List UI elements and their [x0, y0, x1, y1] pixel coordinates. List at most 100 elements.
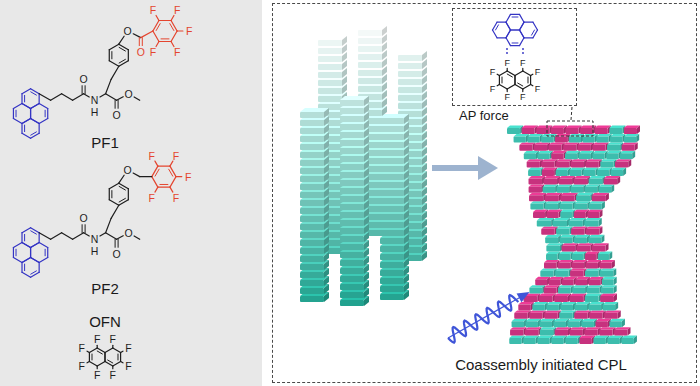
panel-caption: Coassembly initiated CPL — [455, 357, 627, 374]
block — [533, 210, 548, 218]
block-front — [571, 187, 584, 193]
block-front — [300, 296, 324, 302]
block — [609, 319, 624, 327]
bond-line — [121, 351, 123, 352]
block-side — [422, 83, 427, 93]
bond-line — [119, 198, 125, 202]
block-front — [574, 304, 587, 310]
block-side — [364, 288, 369, 298]
block-side — [324, 284, 329, 294]
block-front — [585, 187, 598, 193]
block-front — [589, 313, 603, 319]
bond-line — [22, 118, 31, 123]
bond-line — [156, 24, 160, 31]
bond-line — [155, 161, 158, 166]
atom-label: F — [110, 334, 116, 345]
block-top — [545, 193, 562, 195]
block-side — [382, 50, 387, 60]
compound-label: PF1 — [91, 135, 119, 152]
block — [549, 142, 565, 150]
block-side — [609, 252, 612, 260]
atom-label: F — [78, 343, 84, 354]
block-side — [602, 201, 605, 209]
block — [583, 168, 598, 176]
block-front — [340, 132, 364, 138]
block-front — [380, 158, 404, 164]
block-front — [600, 296, 614, 302]
bond-line — [13, 243, 22, 248]
block-front — [526, 321, 538, 327]
block-front — [527, 136, 539, 142]
block-front — [519, 145, 532, 151]
block-front — [518, 304, 531, 310]
block-front — [547, 212, 559, 218]
block — [358, 26, 387, 36]
block-front — [358, 86, 382, 92]
bond-line — [109, 50, 110, 61]
block — [507, 126, 523, 134]
block — [589, 302, 605, 310]
atom-label: F — [504, 59, 510, 68]
block-top — [560, 193, 577, 195]
block-front — [358, 46, 382, 52]
block-front — [574, 204, 587, 210]
block-front — [507, 128, 520, 134]
block-front — [544, 313, 558, 319]
bond-line — [119, 59, 125, 63]
block-side — [324, 236, 329, 246]
block-front — [583, 170, 595, 176]
bond-line — [104, 353, 105, 362]
block-side — [382, 82, 387, 92]
block-front — [596, 136, 608, 142]
atom-label: F — [110, 370, 116, 381]
block — [565, 336, 581, 344]
block-side — [364, 152, 369, 162]
bond-line — [119, 61, 129, 66]
block-front — [599, 330, 612, 336]
block-front — [544, 288, 557, 294]
block — [565, 151, 580, 159]
block-front — [546, 254, 557, 260]
bond-line — [117, 236, 124, 240]
bond-line — [30, 248, 31, 258]
block — [579, 151, 594, 159]
block-side — [364, 104, 369, 114]
block-front — [340, 228, 364, 234]
bond-line — [119, 175, 124, 183]
atom-label: H — [91, 246, 99, 257]
bond-line — [84, 233, 90, 236]
block-front — [380, 254, 404, 260]
bond-line — [512, 42, 518, 43]
atom-label: F — [173, 192, 179, 203]
block — [587, 210, 602, 218]
block-front — [581, 321, 593, 327]
bond-line — [115, 100, 116, 108]
block — [558, 285, 574, 293]
bond-line — [31, 243, 40, 248]
block — [560, 210, 575, 218]
block — [542, 168, 557, 176]
bond-line — [160, 184, 168, 185]
block-front — [565, 128, 578, 134]
block-front — [340, 180, 364, 186]
bond-line — [104, 353, 105, 362]
block — [599, 260, 614, 268]
bond-line — [511, 29, 520, 30]
block-side — [324, 220, 329, 230]
block-front — [549, 145, 562, 151]
block-front — [380, 198, 404, 204]
block — [524, 151, 539, 159]
bond-line — [51, 94, 62, 101]
block-front — [340, 276, 364, 282]
block-front — [318, 72, 342, 78]
bond-line — [39, 94, 50, 101]
block-front — [624, 136, 636, 142]
block — [572, 260, 587, 268]
block-front — [572, 254, 583, 260]
block-front — [523, 338, 536, 344]
block-front — [575, 279, 587, 285]
block-front — [380, 246, 404, 252]
bond-line — [133, 173, 140, 177]
bond-line — [502, 77, 503, 83]
block — [600, 294, 617, 302]
